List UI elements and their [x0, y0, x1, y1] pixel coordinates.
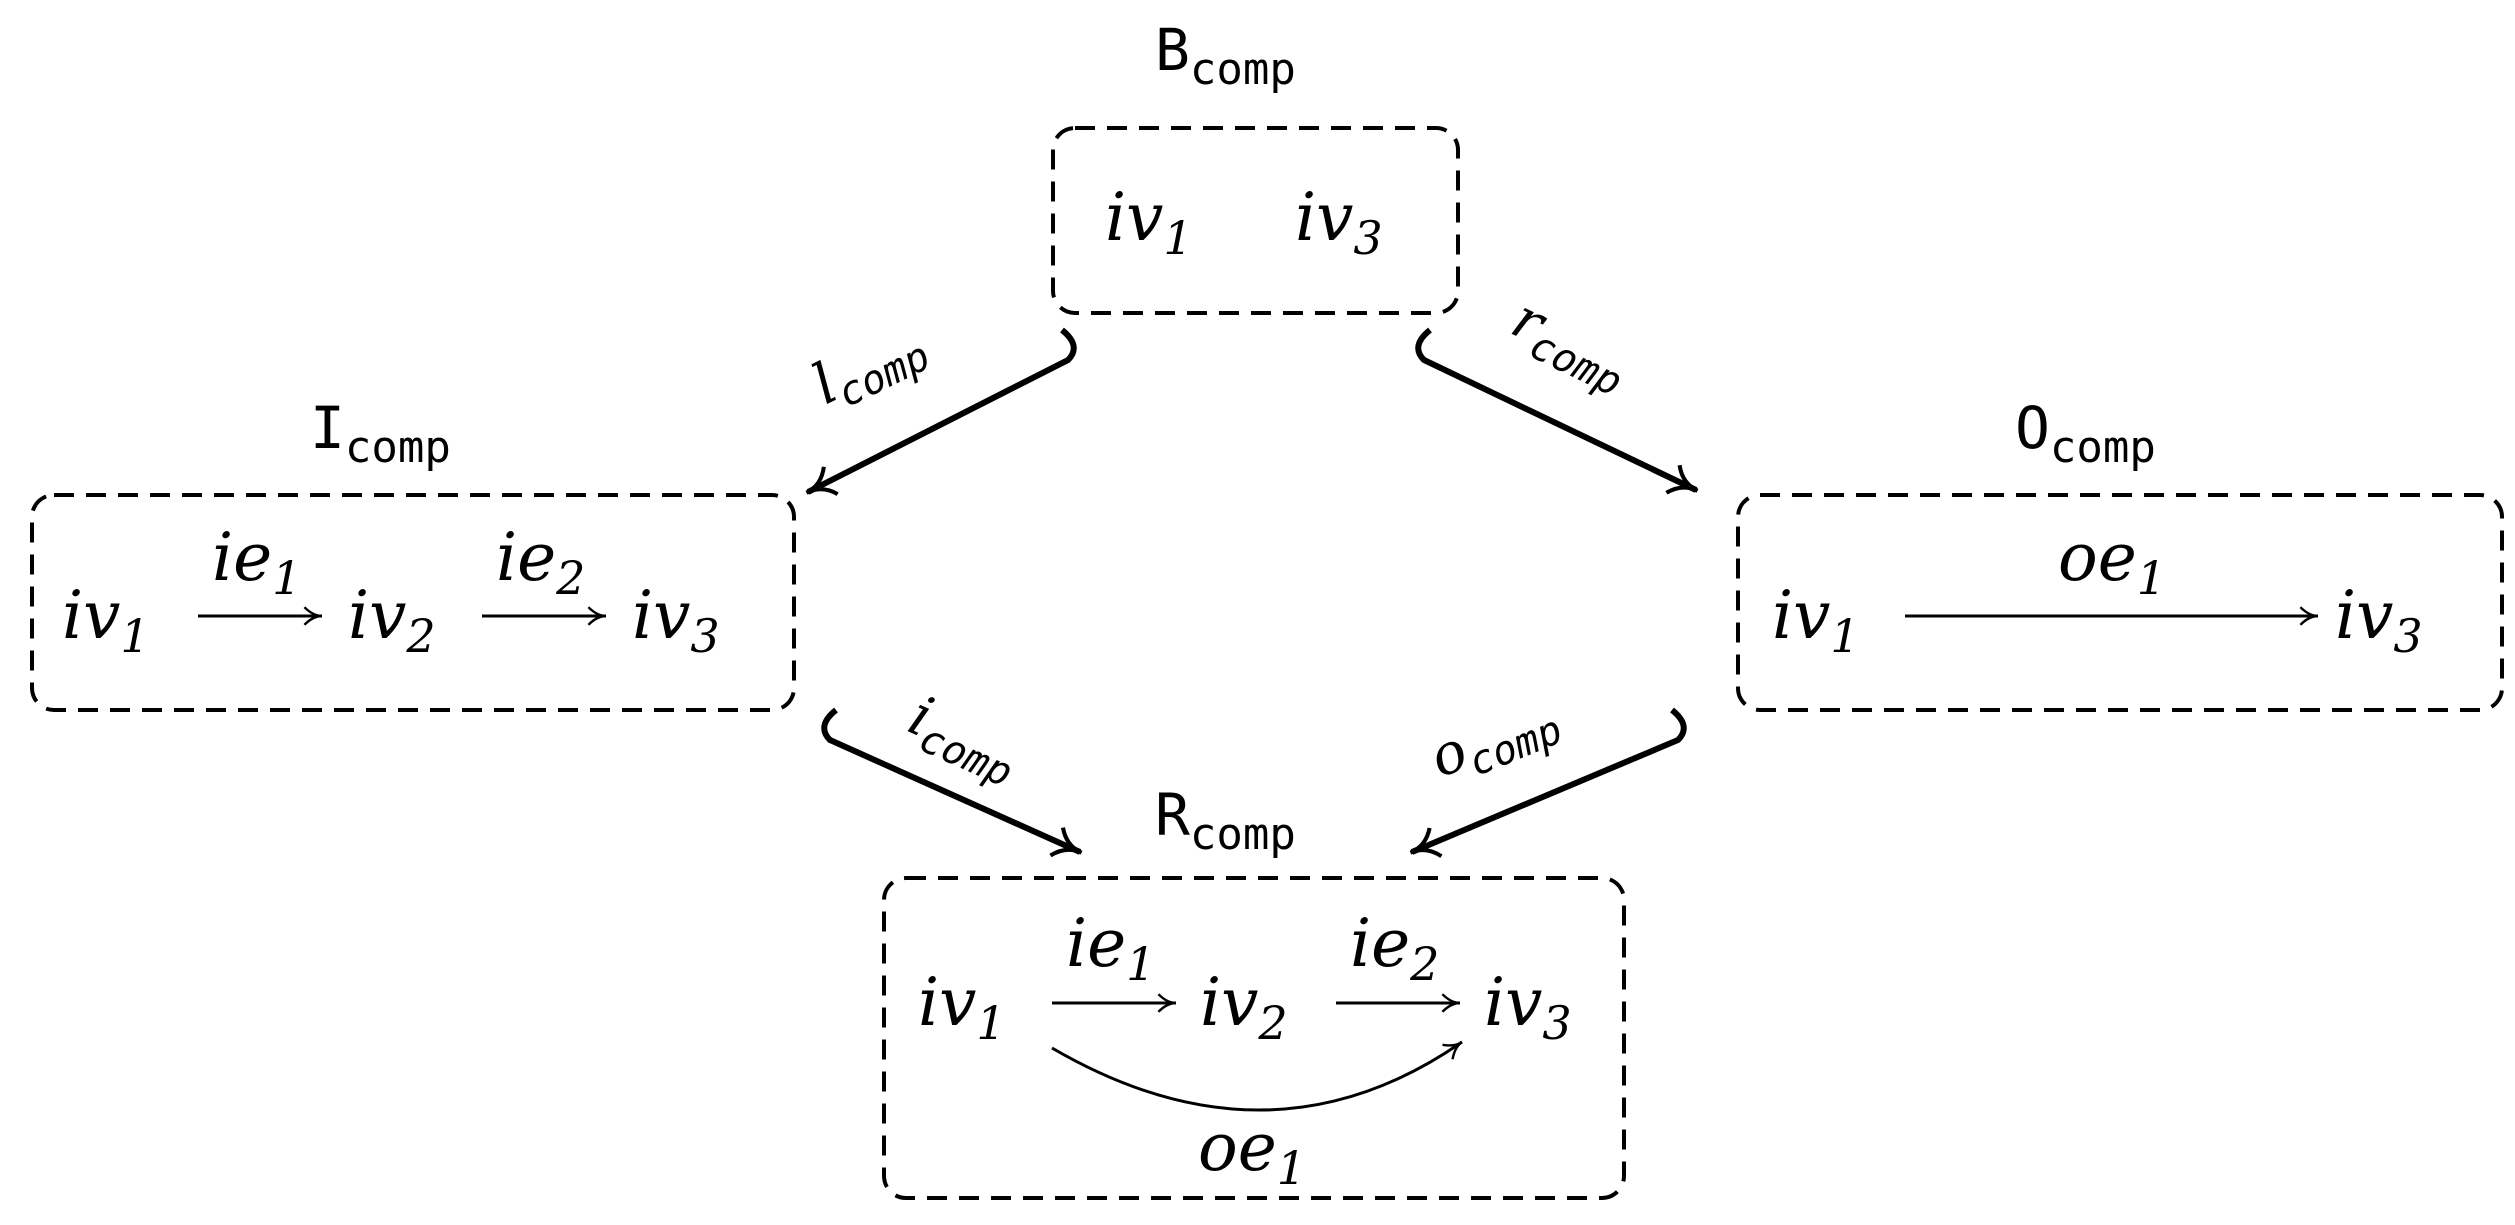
r-edge-oe1-arrow — [1051, 1040, 1463, 1112]
i-edge-ie2-label: ie2 — [496, 519, 585, 605]
i-block-title: Icomp — [310, 394, 451, 473]
i-node-iv2: iv2 — [348, 577, 436, 663]
r-node-iv3: iv3 — [1484, 964, 1572, 1050]
i-node-iv1: iv1 — [62, 577, 150, 663]
r-edge-ie2-label: ie2 — [1350, 905, 1439, 991]
r-block-title: Rcomp — [1155, 781, 1296, 860]
o-node-iv3: iv3 — [2335, 577, 2423, 663]
morphism-i-arrow — [821, 707, 1083, 858]
i-block-frame — [30, 493, 796, 712]
morphism-r-arrow — [1415, 327, 1699, 495]
r-edge-ie1-label: ie1 — [1066, 905, 1155, 991]
i-edge-ie1-label: ie1 — [212, 519, 301, 605]
i-node-iv3: iv3 — [632, 577, 720, 663]
b-node-iv3: iv3 — [1295, 179, 1383, 265]
o-node-iv1: iv1 — [1772, 577, 1860, 663]
r-node-iv1: iv1 — [918, 964, 1006, 1050]
morphism-o-label: ocomp — [1421, 682, 1569, 798]
o-block-frame — [1736, 493, 2504, 712]
b-node-iv1: iv1 — [1105, 179, 1193, 265]
o-edge-oe1-label: oe1 — [2058, 519, 2166, 605]
o-block-title: Ocomp — [2015, 394, 2156, 473]
r-node-iv2: iv2 — [1200, 964, 1288, 1050]
b-block-frame — [1051, 126, 1460, 315]
morphism-r-label: rcomp — [1498, 286, 1641, 406]
r-edge-oe1-label: oe1 — [1198, 1109, 1306, 1195]
morphism-l-arrow — [805, 327, 1077, 496]
r-block-frame — [882, 876, 1626, 1200]
morphism-o-arrow — [1409, 707, 1687, 858]
b-block-title: Bcomp — [1155, 16, 1296, 95]
morphism-l-label: lcomp — [803, 309, 938, 425]
